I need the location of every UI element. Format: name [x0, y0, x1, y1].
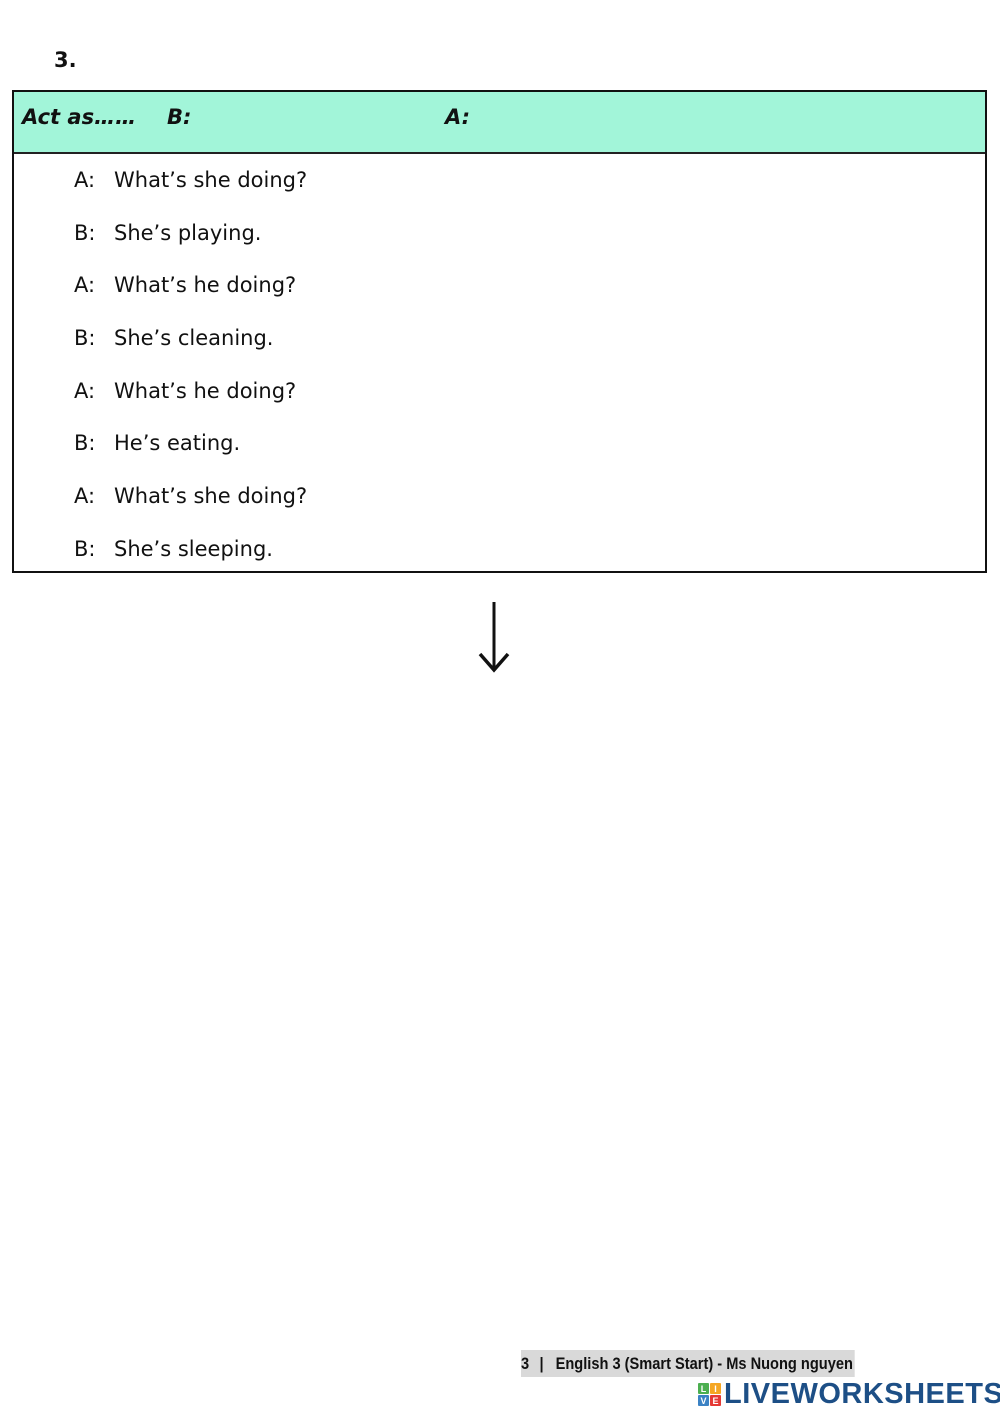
- page-footer: 3 | English 3 (Smart Start) - Ms Nuong ngu…: [521, 1350, 855, 1377]
- footer-separator: |: [539, 1354, 544, 1373]
- speaker-label: A:: [74, 379, 96, 403]
- logo-grid-icon: L I V E: [698, 1383, 721, 1406]
- role-a-label: A:: [445, 105, 471, 129]
- speaker-label: B:: [74, 431, 96, 455]
- dialogue-table: Act as…… B: A: A: What’s she doing? B: S…: [12, 90, 987, 573]
- arrow-down-icon: [478, 602, 510, 673]
- dialogue-row: B: She’s playing.: [74, 207, 261, 259]
- dialogue-row: B: He’s eating.: [74, 417, 240, 469]
- footer-title: English 3 (Smart Start) - Ms Nuong nguye…: [555, 1354, 853, 1373]
- logo-cell-e: E: [710, 1395, 721, 1406]
- dialogue-row: A: What’s he doing?: [74, 259, 296, 311]
- dialogue-row: A: What’s she doing?: [74, 470, 307, 522]
- speaker-label: B:: [74, 537, 96, 561]
- dialogue-row: B: She’s sleeping.: [74, 523, 273, 575]
- speaker-label: B:: [74, 221, 96, 245]
- logo-cell-v: V: [698, 1395, 709, 1406]
- liveworksheets-logo[interactable]: L I V E LIVEWORKSHEETS: [698, 1380, 1000, 1409]
- section-number: 3.: [54, 48, 77, 72]
- dialogue-line: She’s sleeping.: [114, 537, 273, 561]
- dialogue-row: A: What’s he doing?: [74, 365, 296, 417]
- table-header: Act as…… B: A:: [14, 92, 985, 154]
- dialogue-line: What’s she doing?: [114, 168, 308, 192]
- dialogue-line: What’s she doing?: [114, 484, 308, 508]
- dialogue-line: She’s cleaning.: [114, 326, 274, 350]
- logo-text: LIVEWORKSHEETS: [724, 1378, 1000, 1410]
- dialogue-line: What’s he doing?: [114, 273, 297, 297]
- speaker-label: B:: [74, 326, 96, 350]
- role-b-label: B:: [167, 105, 192, 129]
- speaker-label: A:: [74, 273, 96, 297]
- page-number: 3: [521, 1354, 530, 1373]
- speaker-label: A:: [74, 168, 96, 192]
- dialogue-line: He’s eating.: [114, 431, 241, 455]
- dialogue-line: What’s he doing?: [114, 379, 297, 403]
- logo-cell-l: L: [698, 1383, 709, 1394]
- dialogue-row: A: What’s she doing?: [74, 154, 307, 206]
- logo-cell-i: I: [710, 1383, 721, 1394]
- speaker-label: A:: [74, 484, 96, 508]
- dialogue-line: She’s playing.: [114, 221, 262, 245]
- act-as-label: Act as……: [22, 105, 137, 129]
- dialogue-row: B: She’s cleaning.: [74, 312, 273, 364]
